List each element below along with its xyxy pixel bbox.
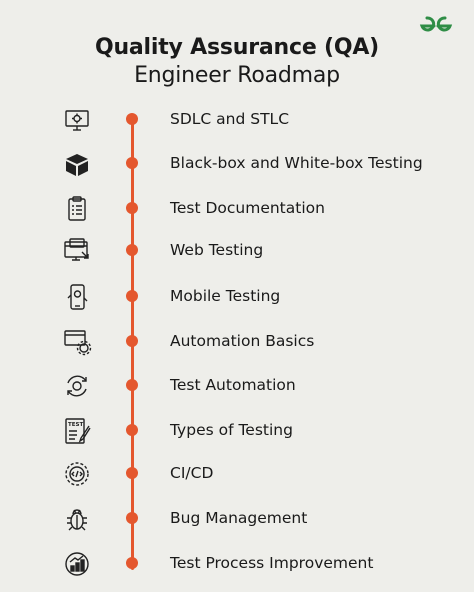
step-label: Web Testing <box>170 241 264 259</box>
step-label: Mobile Testing <box>170 287 281 305</box>
roadmap-step-automation-basics: Automation Basics <box>0 321 474 361</box>
timeline-dot <box>126 335 138 347</box>
bug-icon <box>62 504 92 534</box>
step-label: Automation Basics <box>170 332 315 350</box>
timeline-dot <box>126 290 138 302</box>
roadmap-step-sdlc: SDLC and STLC <box>0 99 474 139</box>
box-icon <box>62 149 92 179</box>
timeline-dot <box>126 157 138 169</box>
test-sheet-icon: TEST <box>62 416 92 446</box>
web-browser-icon <box>62 236 92 266</box>
automation-gear-icon <box>62 327 92 357</box>
title-line-2: Engineer Roadmap <box>134 63 340 88</box>
improvement-chart-icon <box>62 549 92 579</box>
code-circle-icon <box>62 459 92 489</box>
page-title: Quality Assurance (QA) Engineer Roadmap <box>0 34 474 90</box>
roadmap-step-mobile: Mobile Testing <box>0 276 474 316</box>
roadmap-step-documentation: Test Documentation <box>0 188 474 228</box>
step-label: Bug Management <box>170 509 308 527</box>
roadmap-step-blackbox: Black-box and White-box Testing <box>0 143 474 183</box>
timeline-dot <box>126 113 138 125</box>
step-label: Black-box and White-box Testing <box>170 154 423 172</box>
title-line-1: Quality Assurance (QA) <box>94 35 380 60</box>
step-label: Test Process Improvement <box>170 554 374 572</box>
roadmap-step-test-automation: Test Automation <box>0 365 474 405</box>
roadmap-step-types: TEST Types of Testing <box>0 410 474 450</box>
timeline-dot <box>126 424 138 436</box>
roadmap-step-cicd: CI/CD <box>0 453 474 493</box>
timeline-dot <box>126 467 138 479</box>
step-label: Types of Testing <box>170 421 293 439</box>
roadmap-step-bug: Bug Management <box>0 498 474 538</box>
timeline-dot <box>126 557 138 569</box>
roadmap-step-improvement: Test Process Improvement <box>0 543 474 583</box>
step-label: SDLC and STLC <box>170 110 290 128</box>
timeline-dot <box>126 512 138 524</box>
timeline-dot <box>126 244 138 256</box>
geeksforgeeks-logo-icon <box>414 14 458 38</box>
timeline-dot <box>126 379 138 391</box>
roadmap-step-web: Web Testing <box>0 230 474 270</box>
cycle-icon <box>62 371 92 401</box>
step-label: Test Documentation <box>170 199 325 217</box>
mobile-phone-icon <box>62 282 92 312</box>
clipboard-icon <box>62 194 92 224</box>
step-label: CI/CD <box>170 464 214 482</box>
svg-text:TEST: TEST <box>68 422 83 428</box>
monitor-gear-icon <box>62 105 92 135</box>
step-label: Test Automation <box>170 376 296 394</box>
timeline-dot <box>126 202 138 214</box>
